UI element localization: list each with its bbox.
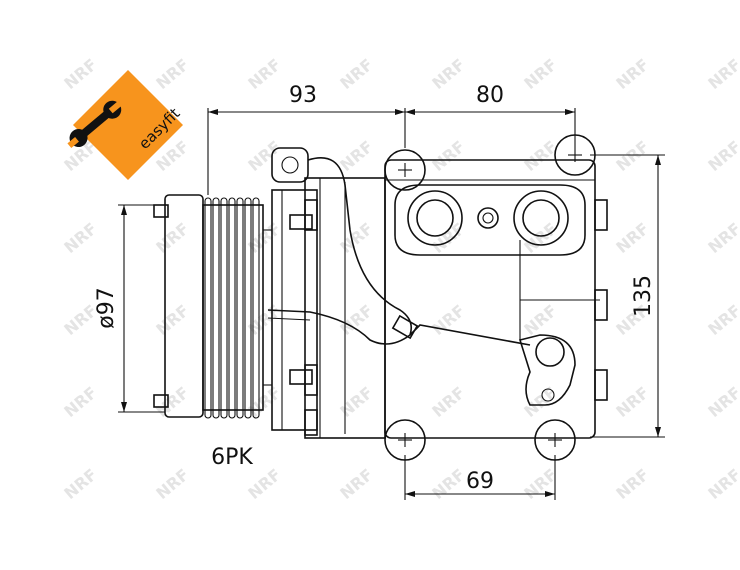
dim-93-label: 93 [289, 83, 317, 108]
pulley-groove [212, 197, 220, 419]
watermark-logo: NRF [152, 301, 192, 339]
watermark-logo: NRF [612, 465, 652, 503]
easyfit-badge: easyfit [67, 70, 184, 180]
dimension-69: 69 [404, 455, 556, 500]
dimension-diameter-97: ø97 [94, 204, 165, 413]
wiring-harness [267, 147, 576, 406]
dim-97-label: ø97 [94, 287, 119, 328]
pulley-groove [252, 197, 260, 419]
watermark-logo: NRF [244, 137, 284, 175]
watermark-logo: NRF [152, 219, 192, 257]
pulley [153, 194, 272, 419]
mounting-lug-top-right [554, 134, 596, 176]
badge-diamond [73, 70, 183, 180]
pulley-groove [244, 197, 252, 419]
watermark-logo: NRF [520, 301, 560, 339]
watermark-logo: NRF [60, 465, 100, 503]
wrench-icon [67, 100, 122, 149]
watermark-logo: NRF [244, 383, 284, 421]
watermark-logo: NRF [336, 137, 376, 175]
watermark-logo: NRF [336, 465, 376, 503]
watermark-logo: NRF [244, 465, 284, 503]
watermark-logo: NRF [520, 219, 560, 257]
watermark-logo: NRF [152, 55, 192, 93]
watermark-logo: NRF [704, 219, 740, 257]
watermark-logo: NRF [60, 219, 100, 257]
mounting-lug-bottom-left [384, 419, 426, 461]
watermark-logo: NRF [336, 301, 376, 339]
pulley-grooves [204, 197, 260, 419]
watermark-logo: NRF [428, 219, 468, 257]
watermark-logo: NRF [704, 465, 740, 503]
watermark-logo: NRF [520, 55, 560, 93]
watermark-logo: NRF [336, 219, 376, 257]
watermark-logo: NRF [60, 55, 100, 93]
watermark-logo: NRF [152, 465, 192, 503]
watermark-logo: NRF [336, 383, 376, 421]
watermark-logo: NRF [244, 301, 284, 339]
watermark-logo: NRF [612, 137, 652, 175]
pulley-groove [228, 197, 236, 419]
dimension-80: 80 [405, 83, 576, 148]
watermark-logo: NRF [428, 465, 468, 503]
watermark-logo: NRF [704, 137, 740, 175]
watermark-logo: NRF [336, 55, 376, 93]
refrigerant-ports [407, 190, 569, 246]
watermark-logo: NRF [704, 55, 740, 93]
dimension-135: 135 [590, 154, 665, 438]
watermark-logo: NRF [60, 383, 100, 421]
watermark-logo: NRF [244, 55, 284, 93]
dim-80-label: 80 [476, 83, 504, 108]
pulley-type-label: 6PK [211, 445, 253, 470]
dim-135-label: 135 [631, 275, 656, 317]
pulley-groove [204, 197, 212, 419]
watermark-logo: NRF [152, 383, 192, 421]
dimension-93: 93 [207, 83, 406, 195]
mounting-lug-top-left [384, 149, 426, 191]
watermark-logo: NRF [244, 219, 284, 257]
mounting-lug-bottom-right [534, 419, 576, 461]
watermark-logo: NRF [428, 55, 468, 93]
watermark-logo: NRF [704, 383, 740, 421]
pulley-groove [220, 197, 228, 419]
watermark-logo: NRF [612, 383, 652, 421]
pulley-groove [236, 197, 244, 419]
dim-69-label: 69 [466, 469, 494, 494]
watermark-logo: NRF [428, 383, 468, 421]
watermark-logo: NRF [704, 301, 740, 339]
watermark-logo: NRF [428, 137, 468, 175]
watermark-logo: NRF [612, 55, 652, 93]
watermark-logo: NRF [612, 219, 652, 257]
